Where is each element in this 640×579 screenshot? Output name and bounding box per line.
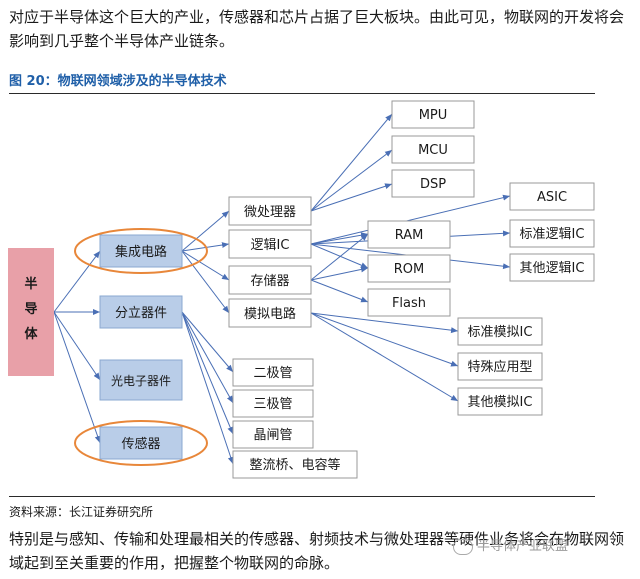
discrete-rectifier-box xyxy=(232,450,358,479)
wechat-icon xyxy=(453,538,473,555)
discrete-rectifier-label: 整流桥、电容等 xyxy=(249,457,340,473)
connector xyxy=(310,232,369,245)
highlight-ring-ic xyxy=(74,228,208,274)
category-opto-box xyxy=(99,359,183,401)
analog-other-label: 其他模拟IC xyxy=(468,395,533,410)
analog-std-label: 标准模拟IC xyxy=(468,325,533,340)
discrete-triode-box xyxy=(232,389,314,418)
analog-other-box xyxy=(457,387,543,416)
ic-type-memory-box xyxy=(228,265,312,295)
logic-other-box xyxy=(509,253,595,282)
connector xyxy=(181,311,234,435)
ic-type-micro-box xyxy=(228,196,312,226)
root-label-2: 导 xyxy=(24,302,37,317)
connector xyxy=(310,312,459,402)
connector xyxy=(310,243,369,269)
root-label-3: 体 xyxy=(24,326,38,342)
memory-ram-box xyxy=(367,220,451,249)
category-opto-label: 光电子器件 xyxy=(111,374,171,388)
connector xyxy=(181,210,230,252)
connector xyxy=(310,233,369,281)
analog-special-box xyxy=(457,352,543,381)
connector xyxy=(181,250,230,281)
micro-dsp-label: DSP xyxy=(420,177,446,192)
logic-other-label: 其他逻辑IC xyxy=(520,261,585,276)
ic-type-micro-label: 微处理器 xyxy=(244,205,296,220)
micro-mcu-box xyxy=(391,135,475,164)
watermark-label: 半导体产业联盟 xyxy=(477,539,569,554)
connector xyxy=(310,312,459,367)
connector xyxy=(310,279,369,303)
connector xyxy=(181,311,234,465)
logic-asic-label: ASIC xyxy=(537,190,567,205)
connector xyxy=(310,312,459,334)
intro-paragraph: 对应于半导体这个巨大的产业，传感器和芯片占据了巨大板块。由此可见，物联网的开发将… xyxy=(9,8,625,50)
connector xyxy=(310,113,393,212)
analog-std-box xyxy=(457,317,543,346)
connector xyxy=(181,311,234,373)
ic-type-memory-label: 存储器 xyxy=(250,274,289,289)
memory-flash-label: Flash xyxy=(392,296,426,311)
category-discrete-label: 分立器件 xyxy=(115,306,167,321)
logic-asic-box xyxy=(509,182,595,211)
memory-flash-box xyxy=(367,288,451,317)
connector xyxy=(310,266,369,281)
connector xyxy=(310,194,511,245)
category-sensor-label: 传感器 xyxy=(121,436,160,452)
micro-mpu-box xyxy=(391,100,475,129)
category-ic-box xyxy=(99,234,183,268)
discrete-diode-label: 二极管 xyxy=(253,366,292,381)
ic-type-logic-label: 逻辑IC xyxy=(251,238,290,253)
category-ic-label: 集成电路 xyxy=(115,244,167,260)
ic-type-analog-box xyxy=(228,298,312,328)
figure-title: 图 20：物联网领域涉及的半导体技术 xyxy=(9,74,227,89)
connector-lines xyxy=(53,113,511,465)
micro-dsp-box xyxy=(391,169,475,198)
connector xyxy=(310,149,393,212)
discrete-triode-label: 三极管 xyxy=(253,397,292,412)
memory-rom-label: ROM xyxy=(394,262,424,277)
highlight-ring-sensor xyxy=(74,420,208,466)
micro-mcu-label: MCU xyxy=(418,143,448,158)
root-box xyxy=(8,248,54,376)
discrete-thyristor-box xyxy=(232,420,314,449)
connector xyxy=(53,311,101,444)
root-label-1: 半 xyxy=(24,276,37,292)
logic-std-box xyxy=(509,219,595,248)
connector xyxy=(53,311,101,381)
memory-ram-label: RAM xyxy=(395,228,424,243)
memory-rom-box xyxy=(367,254,451,283)
category-discrete-box xyxy=(99,295,183,329)
category-sensor-box xyxy=(99,426,183,460)
discrete-diode-box xyxy=(232,358,314,387)
connector xyxy=(181,250,230,314)
ic-type-analog-label: 模拟电路 xyxy=(244,306,296,322)
connector xyxy=(310,183,393,212)
micro-mpu-label: MPU xyxy=(419,108,448,123)
logic-std-label: 标准逻辑IC xyxy=(520,227,585,242)
top-rule xyxy=(9,93,595,94)
discrete-thyristor-label: 晶闸管 xyxy=(253,428,292,443)
bottom-rule xyxy=(9,496,595,497)
connector xyxy=(53,250,101,313)
semiconductor-diagram: 半 导 体 集成电路 分立器件 光电子器件 传感器 微处理器 逻辑IC 存储器 … xyxy=(8,100,595,479)
ic-type-logic-box xyxy=(228,229,312,259)
source-note: 资料来源：长江证券研究所 xyxy=(9,505,154,519)
analog-special-label: 特殊应用型 xyxy=(467,359,532,375)
connector xyxy=(181,311,234,404)
watermark: 半导体产业联盟 xyxy=(453,535,568,555)
